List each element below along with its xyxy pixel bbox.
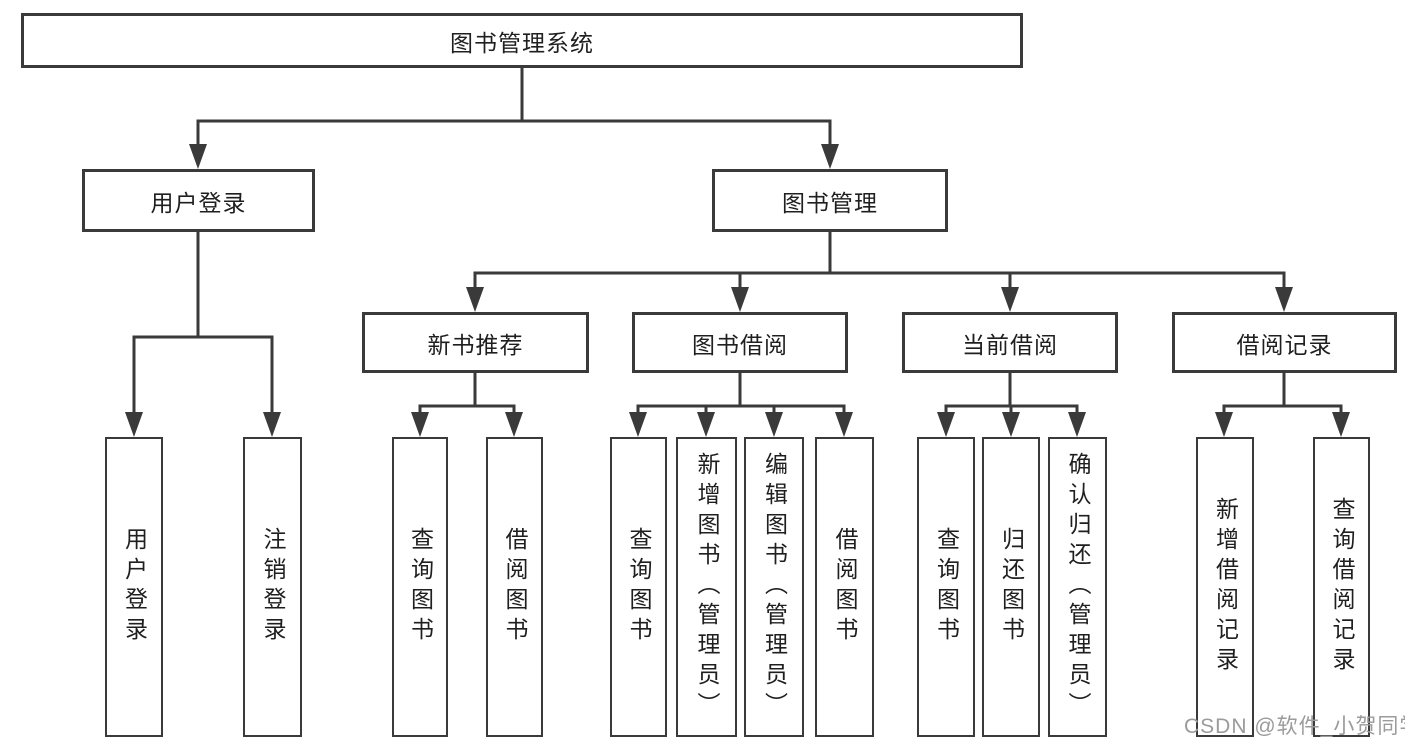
node-root-system: 图书管理系统 [21, 13, 1023, 68]
leaf-query-borrow-record: 查询借阅记录 [1313, 437, 1370, 737]
leaf-recommend-borrow-books: 借阅图书 [486, 437, 543, 737]
node-book-borrow: 图书借阅 [632, 312, 848, 373]
leaf-logout: 注销登录 [243, 437, 302, 737]
leaf-borrow-query-books: 查询图书 [610, 437, 667, 737]
leaf-return-books: 归还图书 [982, 437, 1040, 737]
node-user-login: 用户登录 [82, 169, 315, 232]
watermark: CSDN @软件_小贺同学 [1184, 715, 1405, 738]
node-book-management: 图书管理 [712, 169, 948, 232]
leaf-edit-books-admin: 编辑图书（管理员） [744, 437, 804, 737]
node-current-borrow: 当前借阅 [902, 312, 1118, 373]
leaf-recommend-query-books: 查询图书 [392, 437, 448, 737]
leaf-user-login: 用户登录 [105, 437, 163, 737]
leaf-add-borrow-record: 新增借阅记录 [1196, 437, 1254, 737]
leaf-current-query-books: 查询图书 [917, 437, 975, 737]
node-new-book-recommend: 新书推荐 [362, 312, 589, 373]
leaf-borrow-books: 借阅图书 [815, 437, 874, 737]
leaf-confirm-return-admin: 确认归还（管理员） [1048, 437, 1107, 737]
leaf-add-books-admin: 新增图书（管理员） [676, 437, 737, 737]
node-borrow-records: 借阅记录 [1172, 312, 1397, 373]
